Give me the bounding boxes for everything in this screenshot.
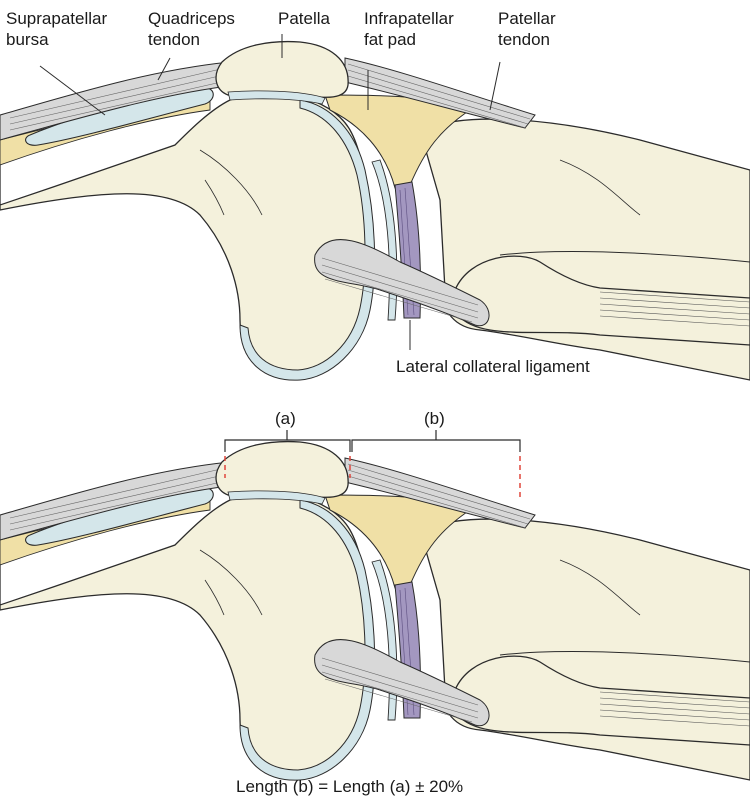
label-lateral-collateral-ligament: Lateral collateral ligament bbox=[396, 356, 590, 377]
label-patellar-tendon: Patellar tendon bbox=[498, 8, 556, 50]
bracket-b bbox=[352, 430, 520, 452]
label-infrapatellar-fat-pad: Infrapatellar fat pad bbox=[364, 8, 454, 50]
top-panel bbox=[0, 42, 750, 381]
label-quadriceps-tendon: Quadriceps tendon bbox=[148, 8, 235, 50]
bracket-b-label: (b) bbox=[424, 408, 445, 429]
bracket-a-label: (a) bbox=[275, 408, 296, 429]
label-suprapatellar-bursa: Suprapatellar bursa bbox=[6, 8, 107, 50]
measurement-formula: Length (b) = Length (a) ± 20% bbox=[236, 776, 463, 797]
label-patella: Patella bbox=[278, 8, 330, 29]
bottom-panel bbox=[0, 442, 750, 781]
